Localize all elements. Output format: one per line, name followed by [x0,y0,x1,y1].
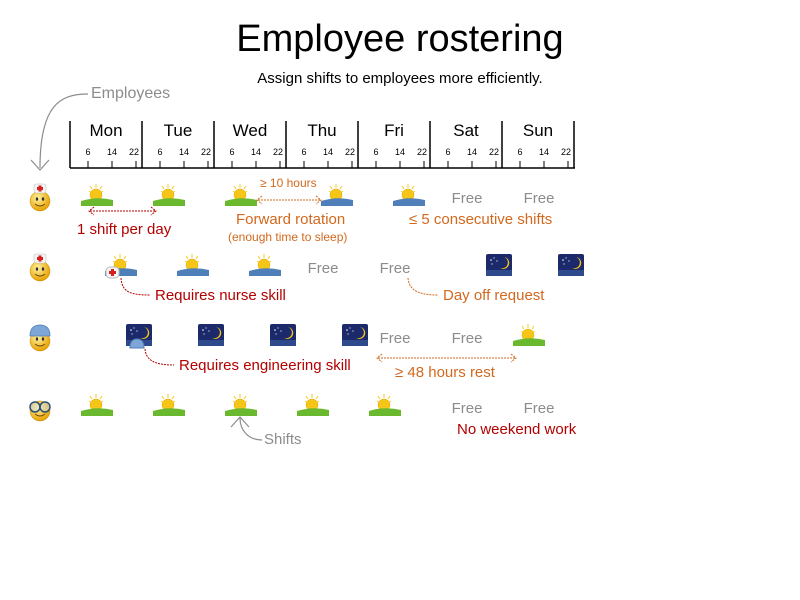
sunrise-green-icon[interactable] [80,182,114,208]
free-day-label: Free [307,260,339,277]
hour-tick-label: 6 [517,147,523,157]
day-off-connector [407,277,439,296]
hour-tick-label: 6 [229,147,235,157]
sunrise-blue-icon[interactable] [320,182,354,208]
free-day-label: Free [451,400,483,417]
sunrise-green-icon[interactable] [152,392,186,418]
moon-night-icon[interactable] [482,252,516,278]
constraint-engineering-skill: Requires engineering skill [179,357,351,374]
hour-tick-label: 14 [538,147,549,157]
hour-tick-label: 22 [272,147,283,157]
sunrise-blue-icon[interactable] [176,252,210,278]
nurse-smiley-icon [26,253,54,282]
hour-tick-label: 22 [416,147,427,157]
day-label-mon: Mon [89,121,123,140]
page-subtitle: Assign shifts to employees more efficien… [257,70,543,87]
one-shift-per-day-arrow [88,206,157,216]
sunrise-green-icon[interactable] [512,322,546,348]
min-rest-arrow [256,195,322,205]
nurse-skill-badge-icon [105,266,120,279]
constraint-rest-48: ≥ 48 hours rest [395,364,495,381]
hour-tick-label: 6 [445,147,451,157]
free-day-label: Free [451,330,483,347]
hour-tick-label: 6 [373,147,379,157]
day-label-sun: Sun [522,121,554,140]
free-day-label: Free [523,400,555,417]
constraint-day-off: Day off request [443,287,545,304]
constraint-forward-rotation-note: (enough time to sleep) [228,230,348,244]
free-day-label: Free [379,260,411,277]
hour-tick-label: 14 [178,147,189,157]
sunrise-green-icon[interactable] [296,392,330,418]
hour-tick-label: 6 [157,147,163,157]
engineer-smiley-icon [26,324,54,352]
nurse-skill-connector [120,277,151,296]
engineering-skill-connector [144,348,175,366]
hour-tick-label: 14 [394,147,405,157]
hour-tick-label: 14 [322,147,333,157]
constraint-min-rest: ≥ 10 hours [260,176,317,190]
constraint-one-shift-per-day: 1 shift per day [77,221,172,238]
free-day-label: Free [451,190,483,207]
moon-night-icon[interactable] [338,322,372,348]
rest-48-arrow [376,353,517,363]
hour-tick-label: 22 [344,147,355,157]
hour-tick-label: 22 [488,147,499,157]
page-title: Employee rostering [236,18,564,60]
day-label-fri: Fri [384,121,404,140]
hour-tick-label: 14 [250,147,261,157]
hour-tick-label: 6 [301,147,307,157]
day-label-wed: Wed [232,121,268,140]
sunrise-green-icon[interactable] [224,182,258,208]
sunrise-green-icon[interactable] [224,392,258,418]
hour-tick-label: 22 [200,147,211,157]
moon-night-icon[interactable] [194,322,228,348]
sunrise-blue-icon[interactable] [248,252,282,278]
employees-callout-arrow [30,93,89,171]
hour-tick-label: 22 [560,147,571,157]
free-day-label: Free [379,330,411,347]
day-label-tue: Tue [163,121,193,140]
shifts-callout-label: Shifts [264,431,302,448]
glasses-smiley-icon [26,394,54,422]
free-day-label: Free [523,190,555,207]
constraint-no-weekend: No weekend work [457,421,577,438]
hour-tick-label: 14 [106,147,117,157]
hour-tick-label: 6 [85,147,91,157]
sunrise-green-icon[interactable] [80,392,114,418]
moon-night-icon[interactable] [266,322,300,348]
constraint-nurse-skill: Requires nurse skill [155,287,286,304]
sunrise-green-icon[interactable] [152,182,186,208]
day-label-thu: Thu [307,121,337,140]
hour-tick-label: 22 [128,147,139,157]
engineering-skill-badge-icon [129,338,145,349]
constraint-forward-rotation: Forward rotation [236,211,346,228]
sunrise-green-icon[interactable] [368,392,402,418]
constraint-max-consecutive: ≤ 5 consecutive shifts [409,211,553,228]
sunrise-blue-icon[interactable] [392,182,426,208]
day-label-sat: Sat [453,121,479,140]
nurse-smiley-icon [26,183,54,212]
moon-night-icon[interactable] [554,252,588,278]
hour-tick-label: 14 [466,147,477,157]
shifts-callout-arrow [230,416,263,441]
employees-callout-label: Employees [91,85,171,102]
